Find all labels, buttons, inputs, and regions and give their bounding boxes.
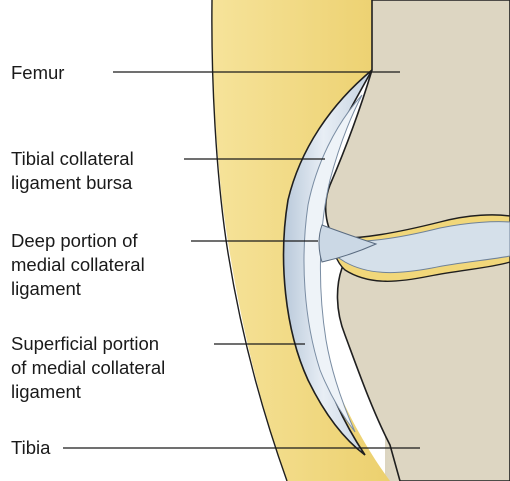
label-tibial-collateral-ligament-bursa: Tibial collateral ligament bursa	[11, 147, 134, 195]
label-femur: Femur	[11, 61, 64, 85]
label-superficial-portion-mcl: Superficial portion of medial collateral…	[11, 332, 165, 404]
label-tibia: Tibia	[11, 436, 50, 460]
label-deep-portion-mcl: Deep portion of medial collateral ligame…	[11, 229, 145, 301]
